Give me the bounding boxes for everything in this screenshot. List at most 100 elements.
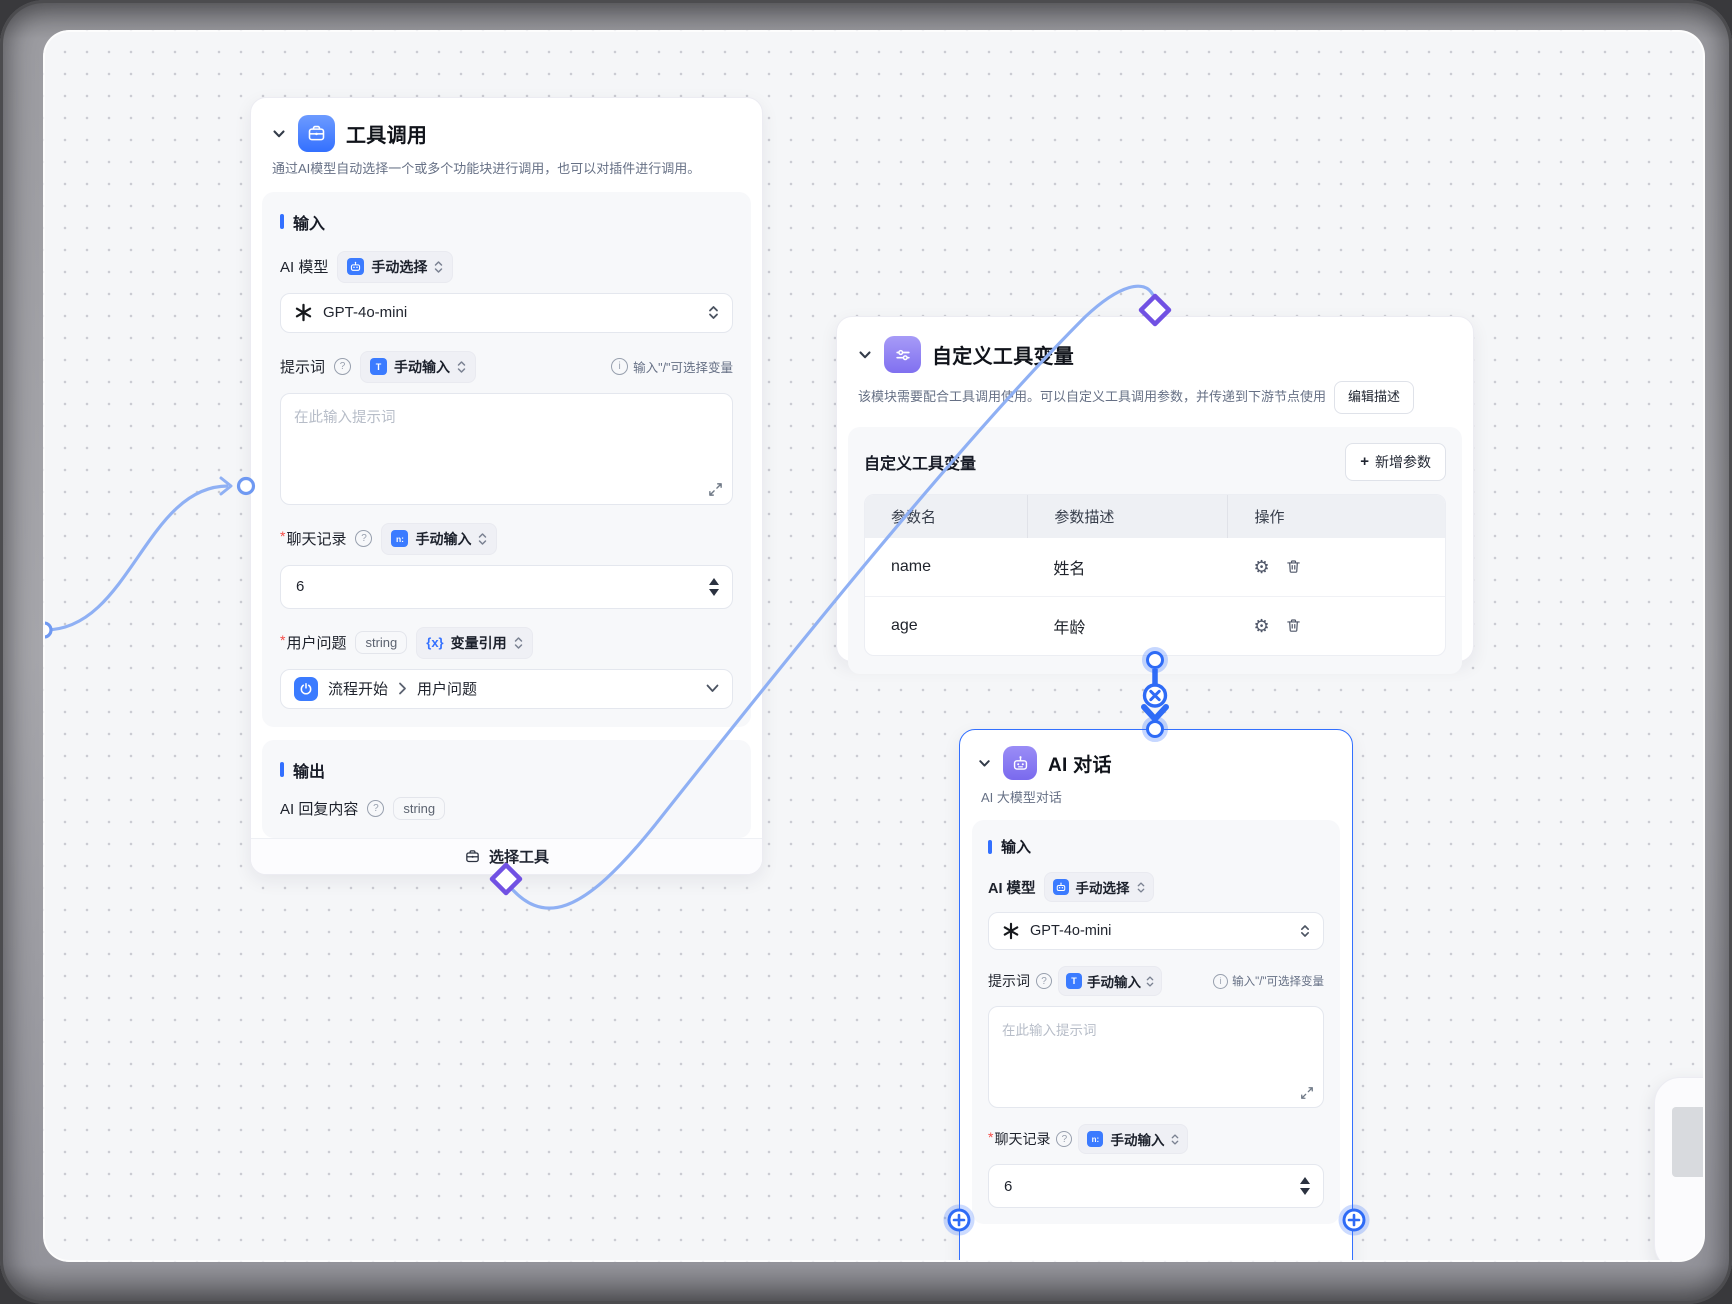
question-variable-select[interactable]: 流程开始 用户问题 bbox=[280, 668, 733, 709]
panel-title: 自定义工具变量 bbox=[864, 455, 977, 473]
section-label: 输入 bbox=[293, 215, 326, 233]
output-panel: 输出 AI 回复内容 ? string bbox=[262, 739, 751, 838]
openai-logo-icon bbox=[1003, 922, 1019, 940]
disconnect-icon[interactable] bbox=[1142, 683, 1168, 708]
history-number-input[interactable] bbox=[1002, 1176, 1253, 1196]
history-mode-dropdown[interactable]: n: 手动输入 bbox=[1078, 1124, 1189, 1154]
node-ai-chat[interactable]: AI 对话 AI 大模型对话 输入 AI 模型 手动选择 GPT- bbox=[959, 729, 1353, 1260]
arrow-down-icon bbox=[1141, 704, 1169, 722]
sliders-icon bbox=[884, 336, 921, 373]
node-custom-tool-variables[interactable]: 自定义工具变量 该模块需要配合工具调用使用。可以自定义工具调用参数，并传递到下游… bbox=[836, 316, 1474, 674]
model-select-value: GPT-4o-mini bbox=[323, 304, 408, 322]
updown-chevron-icon bbox=[1146, 975, 1154, 987]
model-label: AI 模型 bbox=[988, 880, 1036, 897]
slash-variable-hint: i 输入"/"可选择变量 bbox=[1213, 973, 1324, 989]
col-header-desc: 参数描述 bbox=[1027, 494, 1227, 538]
spinner-down-icon[interactable] bbox=[1300, 1188, 1310, 1195]
prompt-label: 提示词 bbox=[280, 359, 326, 377]
type-tag: string bbox=[355, 631, 408, 655]
x-icon bbox=[1149, 689, 1161, 702]
node-title: 自定义工具变量 bbox=[932, 346, 1075, 368]
number-type-icon: n: bbox=[1087, 1131, 1104, 1147]
slash-variable-hint: i 输入"/"可选择变量 bbox=[611, 357, 733, 376]
text-type-icon: T bbox=[370, 358, 388, 376]
param-name: age bbox=[891, 616, 918, 634]
model-mode-dropdown[interactable]: 手动选择 bbox=[337, 250, 454, 283]
question-mode-label: 变量引用 bbox=[450, 634, 507, 651]
spinner-up-icon[interactable] bbox=[709, 577, 719, 585]
spinner-up-icon[interactable] bbox=[1300, 1177, 1310, 1184]
select-tool-button[interactable]: 选择工具 bbox=[251, 837, 762, 874]
flow-canvas[interactable]: 工具调用 通过AI模型自动选择一个或多个功能块进行调用，也可以对插件进行调用。 … bbox=[43, 30, 1705, 1262]
prompt-textarea[interactable] bbox=[989, 1007, 1323, 1107]
param-name: name bbox=[891, 557, 932, 575]
model-select[interactable]: GPT-4o-mini bbox=[280, 292, 733, 333]
partial-node-card[interactable] bbox=[1654, 1077, 1703, 1260]
input-panel: 输入 AI 模型 手动选择 GPT-4o-mini 提示词 bbox=[972, 820, 1340, 1224]
robot-icon bbox=[347, 258, 365, 276]
expand-icon[interactable] bbox=[708, 482, 723, 497]
help-icon[interactable]: ? bbox=[334, 358, 352, 376]
collapse-chevron-icon[interactable] bbox=[977, 756, 992, 771]
variable-ref-icon: {x} bbox=[426, 635, 444, 651]
add-parameter-button[interactable]: + 新增参数 bbox=[1345, 442, 1446, 481]
prompt-textarea-wrap bbox=[280, 392, 733, 505]
plus-icon: + bbox=[1360, 453, 1369, 471]
node-subtitle: AI 大模型对话 bbox=[981, 790, 1062, 805]
spinner-down-icon[interactable] bbox=[709, 588, 719, 596]
gear-icon[interactable]: ⚙ bbox=[1253, 556, 1270, 577]
node-title: AI 对话 bbox=[1048, 754, 1112, 776]
model-select[interactable]: GPT-4o-mini bbox=[988, 912, 1324, 950]
updown-chevron-icon bbox=[1137, 881, 1144, 893]
node-title: 工具调用 bbox=[346, 125, 428, 147]
output-section-header: 输出 bbox=[280, 758, 733, 782]
help-icon[interactable]: ? bbox=[355, 530, 373, 548]
help-icon[interactable]: ? bbox=[1056, 1131, 1073, 1147]
question-mode-dropdown[interactable]: {x} 变量引用 bbox=[416, 626, 533, 659]
updown-chevron-icon bbox=[457, 361, 466, 373]
edge-endpoint-handle[interactable] bbox=[45, 621, 53, 639]
updown-chevron-icon bbox=[1172, 1133, 1179, 1145]
briefcase-icon bbox=[298, 115, 335, 152]
type-tag: string bbox=[393, 796, 446, 820]
model-mode-label: 手动选择 bbox=[371, 258, 428, 275]
chevron-right-icon bbox=[399, 682, 406, 695]
parameters-table: 参数名 参数描述 操作 name 姓名 ⚙ bbox=[864, 493, 1446, 656]
node-tool-call[interactable]: 工具调用 通过AI模型自动选择一个或多个功能块进行调用，也可以对插件进行调用。 … bbox=[250, 97, 763, 875]
section-label: 输出 bbox=[293, 763, 326, 781]
input-section-header: 输入 bbox=[280, 210, 733, 234]
model-mode-dropdown[interactable]: 手动选择 bbox=[1043, 872, 1154, 902]
history-mode-dropdown[interactable]: n: 手动输入 bbox=[381, 522, 498, 555]
question-source: 流程开始 bbox=[328, 681, 389, 699]
section-bar bbox=[280, 214, 284, 230]
expand-icon[interactable] bbox=[1300, 1086, 1314, 1100]
history-number-input[interactable] bbox=[294, 577, 638, 597]
trash-icon[interactable] bbox=[1285, 558, 1302, 575]
table-row: age 年龄 ⚙ bbox=[865, 595, 1445, 655]
trash-icon[interactable] bbox=[1285, 617, 1302, 634]
prompt-mode-dropdown[interactable]: T 手动输入 bbox=[360, 350, 477, 383]
history-number-input-wrap bbox=[280, 564, 733, 609]
output-label: AI 回复内容 bbox=[280, 800, 359, 818]
briefcase-icon bbox=[466, 850, 479, 863]
help-icon[interactable]: ? bbox=[367, 799, 385, 817]
help-icon[interactable]: ? bbox=[1036, 973, 1052, 989]
param-desc: 年龄 bbox=[1053, 619, 1086, 637]
custom-vars-panel: 自定义工具变量 + 新增参数 参数名 参数描述 操作 name 姓名 bbox=[848, 426, 1462, 674]
text-type-icon: T bbox=[1066, 973, 1082, 989]
edge-left-input bbox=[45, 484, 229, 632]
collapse-chevron-icon[interactable] bbox=[271, 126, 287, 142]
gear-icon[interactable]: ⚙ bbox=[1253, 615, 1270, 636]
updown-chevron-icon bbox=[479, 533, 487, 545]
collapse-chevron-icon[interactable] bbox=[857, 347, 873, 363]
prompt-textarea[interactable] bbox=[281, 393, 732, 504]
updown-chevron-icon bbox=[709, 306, 718, 320]
input-panel: 输入 AI 模型 手动选择 GPT-4o-mini 提示词 bbox=[262, 191, 751, 727]
edit-description-button[interactable]: 编辑描述 bbox=[1334, 381, 1415, 414]
param-desc: 姓名 bbox=[1053, 560, 1086, 578]
history-number-input-wrap bbox=[988, 1164, 1324, 1208]
edge-arrowhead-icon bbox=[219, 476, 233, 496]
updown-chevron-icon bbox=[514, 637, 522, 649]
prompt-mode-dropdown[interactable]: T 手动输入 bbox=[1058, 966, 1162, 996]
history-mode-label: 手动输入 bbox=[1110, 1133, 1165, 1148]
